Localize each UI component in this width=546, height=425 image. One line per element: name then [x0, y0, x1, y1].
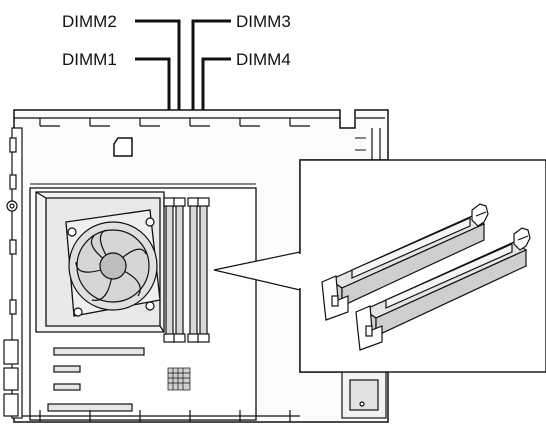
label-dimm4: DIMM4 — [236, 50, 291, 69]
label-dimm3: DIMM3 — [236, 12, 291, 31]
label-dimm2: DIMM2 — [62, 12, 117, 31]
pcie-slot-1 — [53, 347, 145, 356]
dimm-slot-3 — [187, 197, 200, 343]
pci-slot-short-1 — [53, 365, 81, 373]
drive-bay — [341, 371, 387, 419]
chipset — [167, 367, 191, 391]
zoom-dimm-slot-rear — [321, 203, 489, 321]
pcie-slot-2 — [47, 403, 133, 412]
chassis-bottom-rail — [22, 410, 300, 422]
chassis-right-ticks — [355, 137, 366, 151]
chassis-top-rail — [14, 117, 385, 160]
dimm-slot-1 — [163, 197, 176, 343]
dimm-slot-4 — [197, 197, 210, 343]
dimm-slot-2 — [173, 197, 186, 343]
chassis-left-wall — [3, 127, 23, 419]
dimm-slots — [163, 197, 210, 343]
label-dimm1: DIMM1 — [62, 50, 117, 69]
cable-clip — [113, 137, 133, 157]
zoom-dimm-slot-front — [355, 227, 531, 351]
zoom-callout — [299, 159, 546, 373]
pci-slot-short-2 — [53, 383, 81, 391]
cpu-fan — [67, 217, 158, 317]
